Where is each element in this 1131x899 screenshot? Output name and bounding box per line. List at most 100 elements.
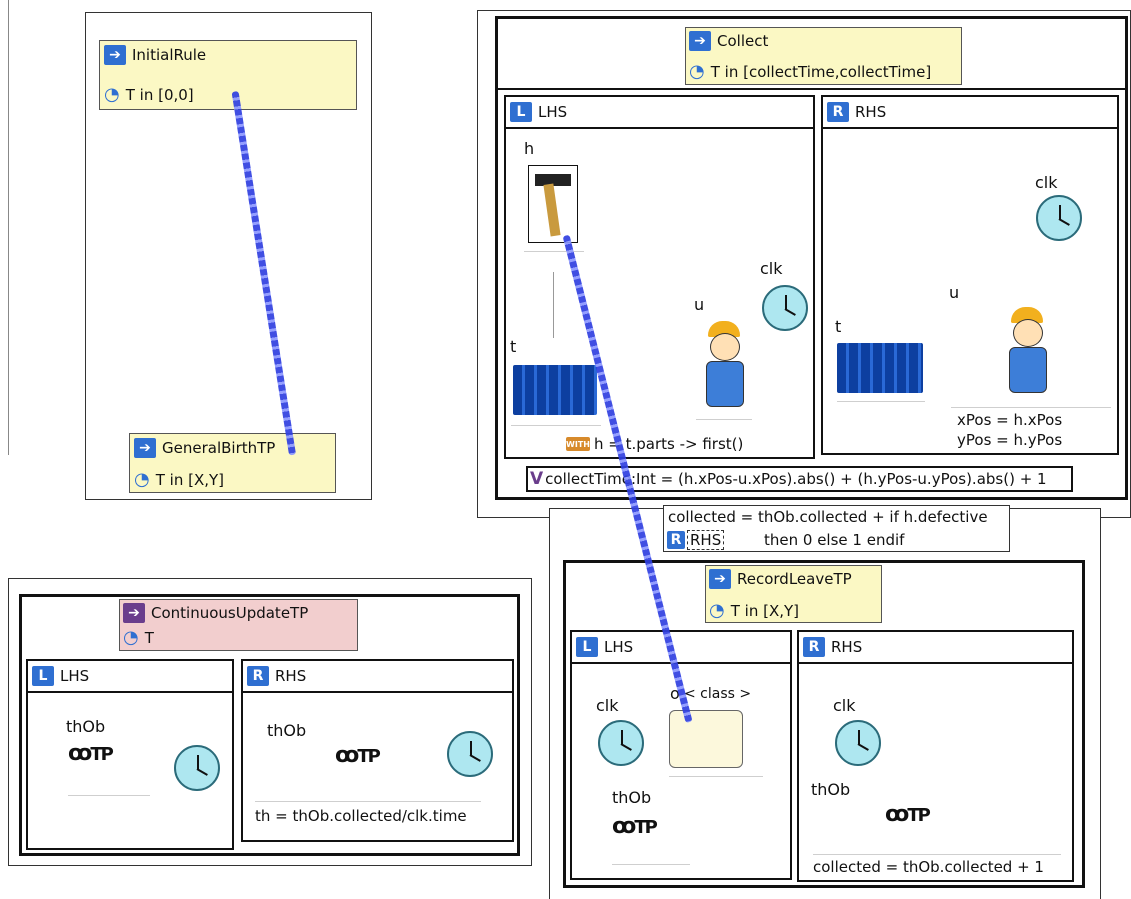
arrow-right-icon: ➔ [123, 603, 145, 623]
record-leave-attr: collected = thOb.collected + if h.defect… [663, 505, 1010, 552]
lhs-h-label: h [524, 139, 535, 158]
attr-rhs: RHS [687, 530, 725, 550]
record-rhs-clk: clk [833, 696, 856, 715]
continuous-rhs-assign: th = thOb.collected/clk.time [255, 807, 467, 825]
clock-icon: ◔ [134, 469, 150, 490]
attr-line-2: then 0 else 1 endif [764, 531, 905, 549]
with-expression: h = t.parts -> first() [594, 435, 744, 453]
tp-label: TP [90, 744, 114, 765]
l-badge-icon: L [32, 666, 54, 686]
record-rhs-assign: collected = thOb.collected + 1 [813, 858, 1044, 876]
continuous-lhs-obj: thOb [66, 717, 106, 736]
collect-rhs-title: RHS [855, 103, 887, 121]
collect-variable-expr: collectTime:Int = (h.xPos-u.xPos).abs() … [545, 470, 1047, 488]
continuous-time: T [144, 628, 154, 647]
record-lhs-obj: thOb [612, 788, 652, 807]
tp-glyph: ꝏTP [612, 814, 658, 839]
clock-icon[interactable] [762, 285, 808, 331]
initial-rule-box[interactable]: ➔ InitialRule ◔ T in [0,0] [99, 40, 357, 110]
rhs-assign-y: yPos = h.yPos [957, 431, 1063, 449]
clock-icon: ◔ [123, 627, 139, 648]
clock-icon: ◔ [689, 61, 705, 82]
clock-icon[interactable] [1036, 195, 1082, 241]
collect-time: T in [collectTime,collectTime] [710, 62, 932, 81]
arrow-right-icon: ➔ [689, 31, 711, 51]
general-birth-time: T in [X,Y] [155, 470, 225, 489]
r-badge-icon: R [247, 666, 269, 686]
collect-lhs-title: LHS [538, 103, 568, 121]
class-object-box[interactable] [669, 710, 743, 768]
association-arrow [553, 272, 554, 338]
record-rhs-obj: thOb [811, 780, 851, 799]
tp-label: TP [634, 817, 658, 838]
clock-icon[interactable] [598, 720, 644, 766]
rhs-t-label: t [835, 317, 842, 336]
with-condition: WITH h = t.parts -> first() [566, 435, 743, 453]
r-badge-icon: R [827, 102, 849, 122]
clock-icon[interactable] [447, 731, 493, 777]
arrow-right-icon: ➔ [104, 45, 126, 65]
attr-line-1: collected = thOb.collected + if h.defect… [668, 508, 988, 526]
general-birth-name: GeneralBirthTP [162, 439, 276, 457]
collect-rhs-header: R RHS [823, 97, 1117, 129]
general-birth-box[interactable]: ➔ GeneralBirthTP ◔ T in [X,Y] [129, 433, 336, 493]
record-rhs-header: R RHS [799, 632, 1072, 664]
rhs-clk-label: clk [1035, 173, 1058, 192]
tp-glyph: ꝏTP [335, 743, 381, 768]
worker-image[interactable] [698, 321, 748, 409]
record-lhs-class: < class > [684, 686, 752, 702]
r-badge-icon: R [667, 531, 685, 549]
arrow-right-icon: ➔ [709, 569, 731, 589]
continuous-rhs-obj: thOb [267, 721, 307, 740]
continuous-lhs-title: LHS [60, 667, 90, 685]
continuous-rhs-header: R RHS [243, 661, 512, 693]
continuous-lhs-panel: L LHS thOb ꝏTP [26, 659, 234, 850]
v-badge-icon: V [530, 469, 544, 489]
record-lhs-panel: L LHS clk o < class > thOb ꝏTP [570, 630, 792, 880]
record-lhs-header: L LHS [572, 632, 790, 664]
record-leave-box[interactable]: ➔ RecordLeaveTP ◔ T in [X,Y] [705, 565, 882, 623]
record-leave-name: RecordLeaveTP [737, 570, 852, 588]
continuous-rhs-title: RHS [275, 667, 307, 685]
collect-rhs-panel: R RHS clk u t xPos = h.xPos yPos = h.yPo… [821, 95, 1119, 455]
collect-variable: V collectTime:Int = (h.xPos-u.xPos).abs(… [526, 466, 1073, 492]
record-lhs-clk: clk [596, 696, 619, 715]
collect-name: Collect [717, 32, 769, 50]
collect-lhs-panel: L LHS h t u clk WITH h = t.parts -> firs… [504, 95, 815, 459]
left-edge-line [8, 0, 9, 455]
parts-tray-image[interactable] [513, 365, 597, 415]
record-rhs-panel: R RHS clk thOb ꝏTP collected = thOb.coll… [797, 630, 1074, 882]
initial-rule-name: InitialRule [132, 46, 207, 64]
parts-tray-image[interactable] [837, 343, 923, 393]
clock-icon: ◔ [709, 600, 725, 621]
collect-header-divider [495, 88, 1128, 90]
record-lhs-o: o [670, 684, 680, 703]
rhs-assign-x: xPos = h.xPos [957, 411, 1063, 429]
r-badge-icon: R [803, 637, 825, 657]
hammer-image[interactable] [528, 165, 578, 243]
lhs-u-label: u [694, 295, 705, 314]
record-lhs-title: LHS [604, 638, 634, 656]
tp-label: TP [357, 746, 381, 767]
tp-glyph: ꝏTP [68, 741, 114, 766]
rhs-u-label: u [949, 283, 960, 302]
clock-icon[interactable] [174, 745, 220, 791]
lhs-t-label: t [510, 337, 517, 356]
collect-lhs-header: L LHS [506, 97, 813, 129]
lhs-clk-label: clk [760, 259, 783, 278]
collect-box[interactable]: ➔ Collect ◔ T in [collectTime,collectTim… [685, 27, 962, 85]
with-badge-icon: WITH [566, 437, 590, 451]
continuous-name: ContinuousUpdateTP [151, 604, 309, 622]
tp-glyph: ꝏTP [885, 802, 931, 827]
clock-icon: ◔ [104, 84, 120, 105]
record-rhs-title: RHS [831, 638, 863, 656]
continuous-lhs-header: L LHS [28, 661, 232, 693]
worker-image[interactable] [1001, 307, 1051, 395]
clock-icon[interactable] [835, 720, 881, 766]
l-badge-icon: L [510, 102, 532, 122]
l-badge-icon: L [576, 637, 598, 657]
initial-rule-time: T in [0,0] [125, 85, 194, 104]
tp-label: TP [907, 805, 931, 826]
continuous-box[interactable]: ➔ ContinuousUpdateTP ◔ T [119, 599, 358, 651]
continuous-rhs-panel: R RHS thOb ꝏTP th = thOb.collected/clk.t… [241, 659, 514, 842]
